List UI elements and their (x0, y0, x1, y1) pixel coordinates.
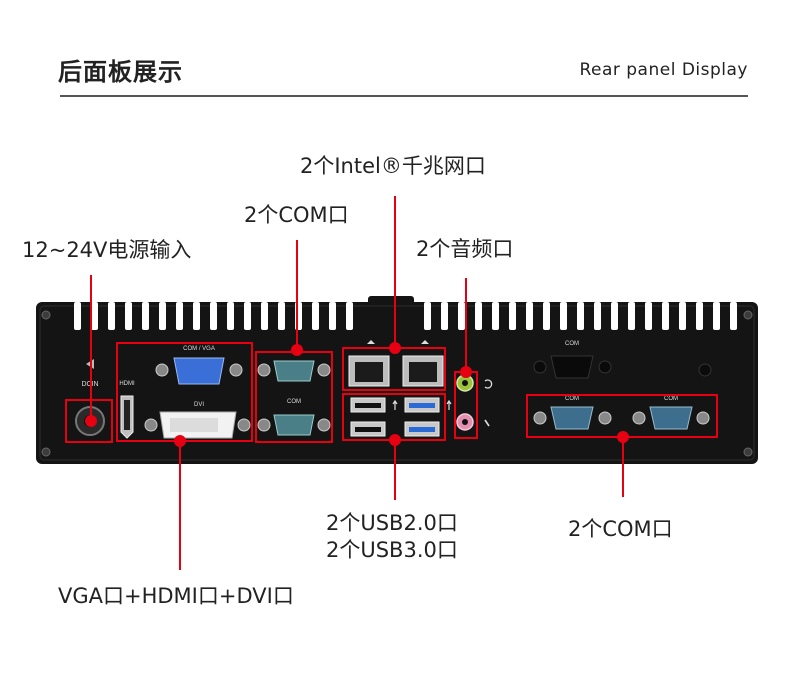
callout-com-top: 2个COM口 (244, 203, 349, 227)
heatsink-slot (227, 302, 234, 330)
header-divider (60, 95, 748, 97)
audio-jacks (456, 374, 493, 431)
com-right-a-label: COM (565, 396, 579, 402)
network-icon (421, 340, 429, 344)
heatsink-slot (210, 302, 217, 330)
leader-dots (85, 342, 629, 447)
heatsink-slot (193, 302, 200, 330)
callout-com-right: 2个COM口 (568, 517, 673, 541)
callout-video: VGA口+HDMI口+DVI口 (58, 584, 294, 608)
usb-icon (446, 399, 452, 410)
com-right-b-label: COM (664, 396, 678, 402)
dvi-port: DVI (144, 402, 251, 439)
hdmi-port: HDMI (119, 381, 135, 439)
heatsink-slot (329, 302, 336, 330)
heatsink-slot (312, 302, 319, 330)
heatsink-slot (713, 302, 720, 330)
chassis-screws (41, 310, 753, 457)
heatsink-fins (74, 302, 737, 330)
heatsink-slot (509, 302, 516, 330)
heatsink-slot (526, 302, 533, 330)
heatsink-slot (125, 302, 132, 330)
heatsink-slot (730, 302, 737, 330)
heatsink-slot (108, 302, 115, 330)
heatsink-slot (176, 302, 183, 330)
callout-usb-line1: 2个USB2.0口 (326, 511, 458, 535)
heatsink-slot (441, 302, 448, 330)
heatsink-slot (91, 302, 98, 330)
heatsink-slot (74, 302, 81, 330)
heatsink-slot (159, 302, 166, 330)
com-mid-label: COM (287, 399, 301, 405)
dvi-label: DVI (194, 402, 204, 408)
usb-ports (350, 397, 452, 437)
heatsink-slot (679, 302, 686, 330)
com-vga-label: COM / VGA (183, 346, 215, 352)
heatsink-slot (543, 302, 550, 330)
page-title: 后面板展示 (58, 58, 183, 86)
com-port-middle-bottom: COM (257, 399, 331, 436)
heatsink-slot (458, 302, 465, 330)
vga-port: COM / VGA (155, 346, 243, 385)
heatsink-slot (492, 302, 499, 330)
usb-icon (392, 399, 398, 410)
heatsink-slot (577, 302, 584, 330)
heatsink-slot (261, 302, 268, 330)
heatsink-slot (628, 302, 635, 330)
callout-usb-line2: 2个USB3.0口 (326, 538, 458, 562)
com-port-right-b: COM (632, 396, 710, 430)
hdmi-label: HDMI (119, 381, 135, 387)
leader-lines (90, 196, 624, 570)
com-upper-right-label: COM (565, 341, 579, 347)
headphone-icon (484, 379, 493, 389)
heatsink-slot (142, 302, 149, 330)
callout-usb: 2个USB2.0口 2个USB3.0口 (326, 510, 458, 564)
network-icon (367, 340, 375, 344)
callout-audio: 2个音频口 (416, 237, 514, 261)
heatsink-slot (424, 302, 431, 330)
lan-ports (348, 340, 444, 387)
heatsink-slot (696, 302, 703, 330)
page-subtitle: Rear panel Display (579, 60, 748, 80)
heatsink-slot (244, 302, 251, 330)
heatsink-slot (645, 302, 652, 330)
heatsink-slot (278, 302, 285, 330)
heatsink-slot (475, 302, 482, 330)
com-port-middle-top (257, 360, 331, 382)
highlight-power (65, 399, 113, 443)
heatsink-slot (346, 302, 353, 330)
com-port-right-a: COM (533, 396, 612, 430)
com-port-cutout: COM (533, 341, 612, 379)
heatsink-slot (662, 302, 669, 330)
heatsink-slot (594, 302, 601, 330)
microphone-icon (484, 419, 490, 427)
heatsink-slot (611, 302, 618, 330)
callout-power-input: 12~24V电源输入 (22, 238, 192, 262)
callout-lan: 2个Intel®千兆网口 (300, 154, 486, 178)
heatsink-slot (560, 302, 567, 330)
